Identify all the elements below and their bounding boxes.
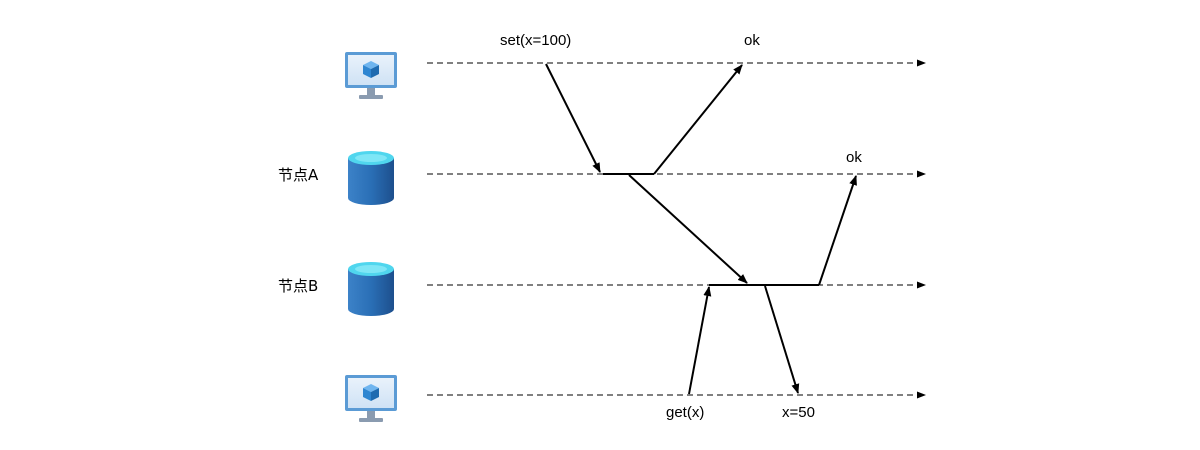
node-a-database-icon bbox=[348, 151, 394, 205]
client-1-monitor-icon bbox=[345, 52, 397, 99]
node-b-label: 节点B bbox=[278, 277, 318, 295]
set-request-label: set(x=100) bbox=[500, 32, 571, 49]
get-request-arrow bbox=[688, 286, 712, 395]
client-2-monitor-icon bbox=[345, 375, 397, 422]
set-ok-node-a-label: ok bbox=[846, 149, 862, 166]
replication-ok-arrow bbox=[818, 175, 857, 286]
set-request-arrow bbox=[545, 63, 601, 173]
get-response-arrow bbox=[764, 285, 800, 394]
get-response-label: x=50 bbox=[782, 404, 815, 421]
set-ok-client-label: ok bbox=[744, 32, 760, 49]
node-b-database-icon bbox=[348, 262, 394, 316]
replication-arrow bbox=[628, 174, 748, 284]
get-request-label: get(x) bbox=[666, 404, 704, 421]
set-ok-client-arrow bbox=[653, 64, 743, 175]
node-a-label: 节点A bbox=[278, 166, 319, 184]
